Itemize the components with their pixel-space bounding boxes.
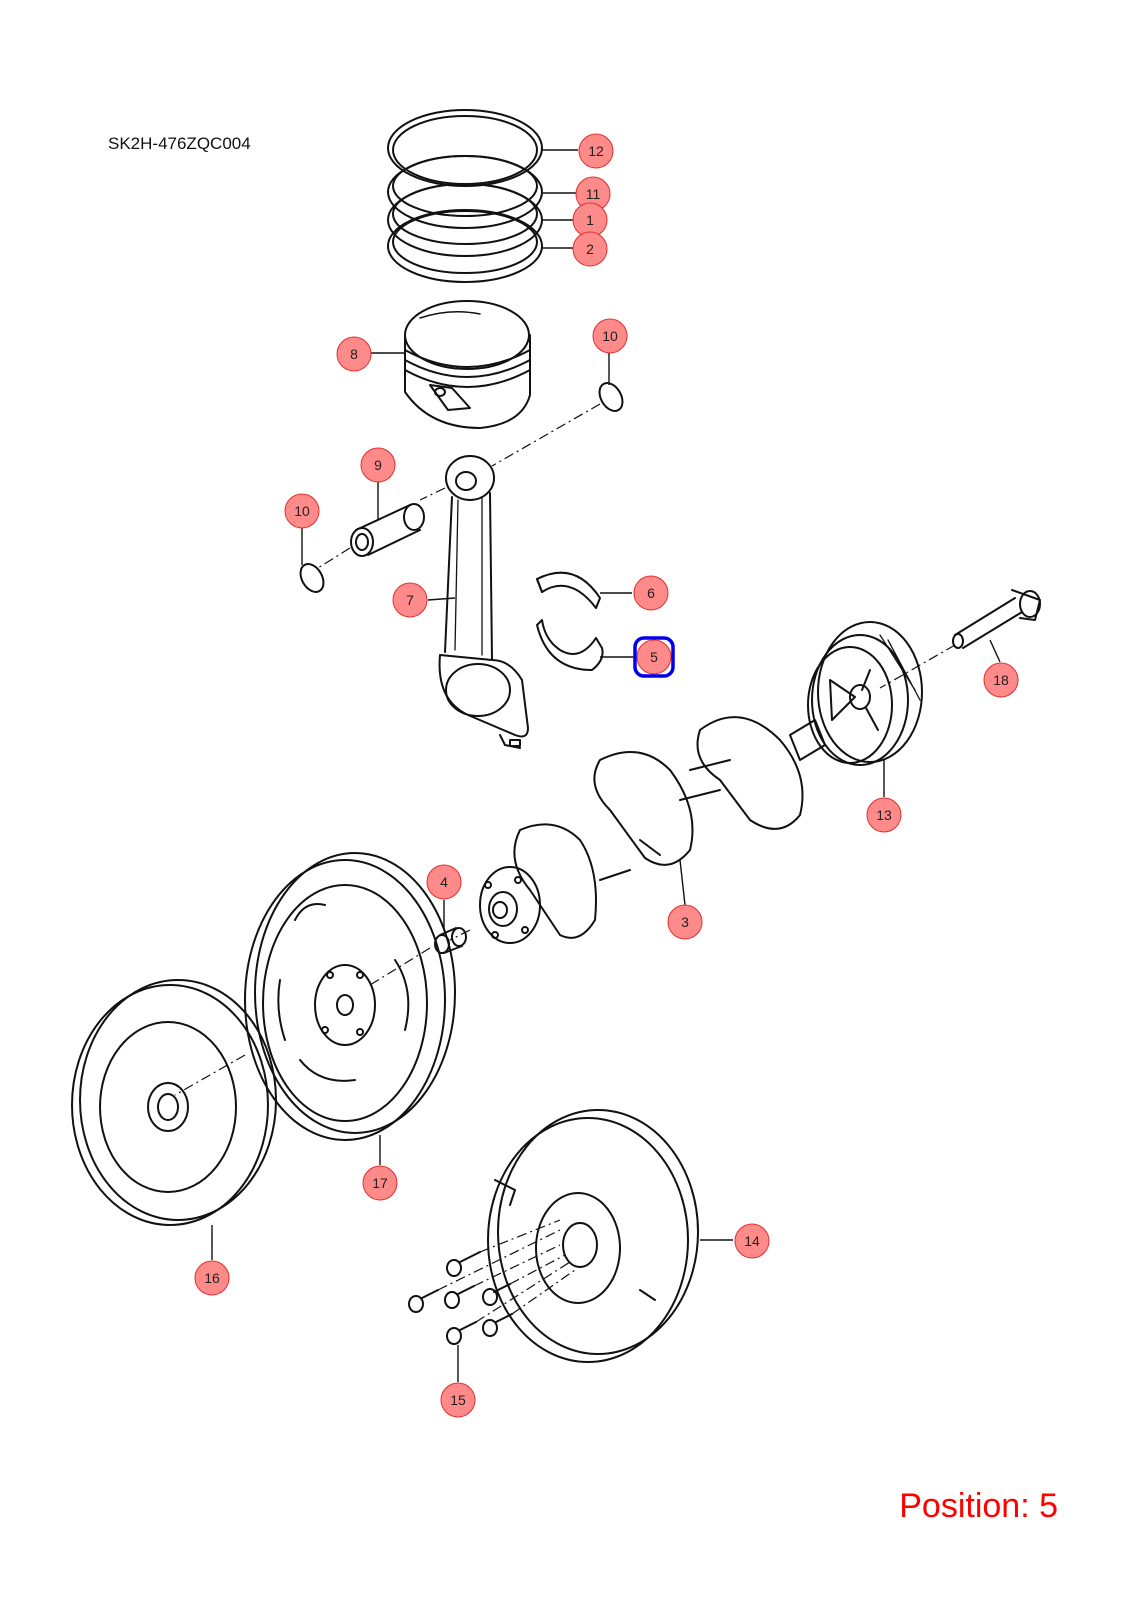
callout-14[interactable]: 14 (734, 1223, 770, 1259)
torque-converter (71, 979, 277, 1226)
callout-circle[interactable] (983, 662, 1019, 698)
callout-18[interactable]: 18 (983, 662, 1019, 698)
callout-13[interactable]: 13 (866, 797, 902, 833)
callout-label: 14 (744, 1233, 760, 1249)
ring-11 (387, 155, 543, 229)
callout-11[interactable]: 11 (575, 176, 611, 212)
selected-highlight (633, 636, 675, 678)
callout-circle[interactable] (578, 133, 614, 169)
callout-10a[interactable]: 10 (592, 318, 628, 354)
flywheel-bolts (408, 1251, 513, 1345)
callout-circle[interactable] (866, 797, 902, 833)
callout-label: 12 (588, 143, 604, 159)
callout-12[interactable]: 12 (578, 133, 614, 169)
callout-3[interactable]: 3 (667, 904, 703, 940)
callout-17[interactable]: 17 (362, 1165, 398, 1201)
callout-label: 5 (650, 649, 658, 665)
connecting-rod (438, 455, 529, 749)
ring-2 (387, 209, 543, 283)
flywheel (487, 1109, 699, 1363)
piston-pin (350, 503, 425, 557)
flexplate (244, 852, 456, 1141)
callout-leaders (211, 149, 1001, 1382)
callout-7[interactable]: 7 (392, 582, 428, 618)
callout-label: 10 (294, 503, 310, 519)
callout-label: 9 (374, 457, 382, 473)
callout-circle[interactable] (572, 231, 608, 267)
callout-4[interactable]: 4 (426, 864, 462, 900)
callout-label: 13 (876, 807, 892, 823)
pilot-bushing (434, 927, 467, 954)
position-indicator: Position: 5 (899, 1487, 1058, 1525)
callout-circle[interactable] (426, 864, 462, 900)
bearing-shell-6 (536, 571, 601, 609)
pulley-bolt (952, 589, 1041, 649)
crank-pulley (807, 621, 923, 766)
callout-5[interactable]: 5 (633, 636, 675, 678)
callout-2[interactable]: 2 (572, 231, 608, 267)
callout-circle[interactable] (194, 1260, 230, 1296)
callout-label: 17 (372, 1175, 388, 1191)
callout-label: 15 (450, 1392, 466, 1408)
callout-label: 1 (586, 212, 594, 228)
piston (404, 300, 531, 429)
crankshaft (479, 716, 826, 944)
callout-15[interactable]: 15 (440, 1382, 476, 1418)
callout-label: 2 (586, 241, 594, 257)
callout-circle[interactable] (667, 904, 703, 940)
ring-12 (387, 109, 543, 187)
callout-label: 11 (586, 186, 601, 202)
callout-circle[interactable] (362, 1165, 398, 1201)
assembly-centerlines (174, 403, 956, 1323)
callout-label: 4 (440, 874, 448, 890)
snap-ring-lower (299, 563, 325, 593)
callout-6[interactable]: 6 (633, 575, 669, 611)
callout-label: 10 (602, 328, 618, 344)
callout-label: 6 (647, 585, 655, 601)
callout-circle[interactable] (734, 1223, 770, 1259)
callout-10b[interactable]: 10 (284, 493, 320, 529)
snap-ring-upper (598, 382, 624, 412)
callout-label: 18 (993, 672, 1009, 688)
callout-circle[interactable] (440, 1382, 476, 1418)
callout-16[interactable]: 16 (194, 1260, 230, 1296)
callout-circle[interactable] (633, 575, 669, 611)
callout-label: 16 (204, 1270, 220, 1286)
callout-circle[interactable] (592, 318, 628, 354)
callout-9[interactable]: 9 (360, 447, 396, 483)
callout-label: 8 (350, 346, 358, 362)
diagram-code: SK2H-476ZQC004 (108, 134, 251, 153)
callout-circle[interactable] (360, 447, 396, 483)
callout-label: 3 (681, 914, 689, 930)
callout-circle[interactable] (392, 582, 428, 618)
callout-circle[interactable] (636, 639, 672, 675)
callout-8[interactable]: 8 (336, 336, 372, 372)
callout-label: 7 (406, 592, 414, 608)
bearing-shell-5 (536, 619, 604, 671)
callout-circle[interactable] (284, 493, 320, 529)
callout-circle[interactable] (336, 336, 372, 372)
